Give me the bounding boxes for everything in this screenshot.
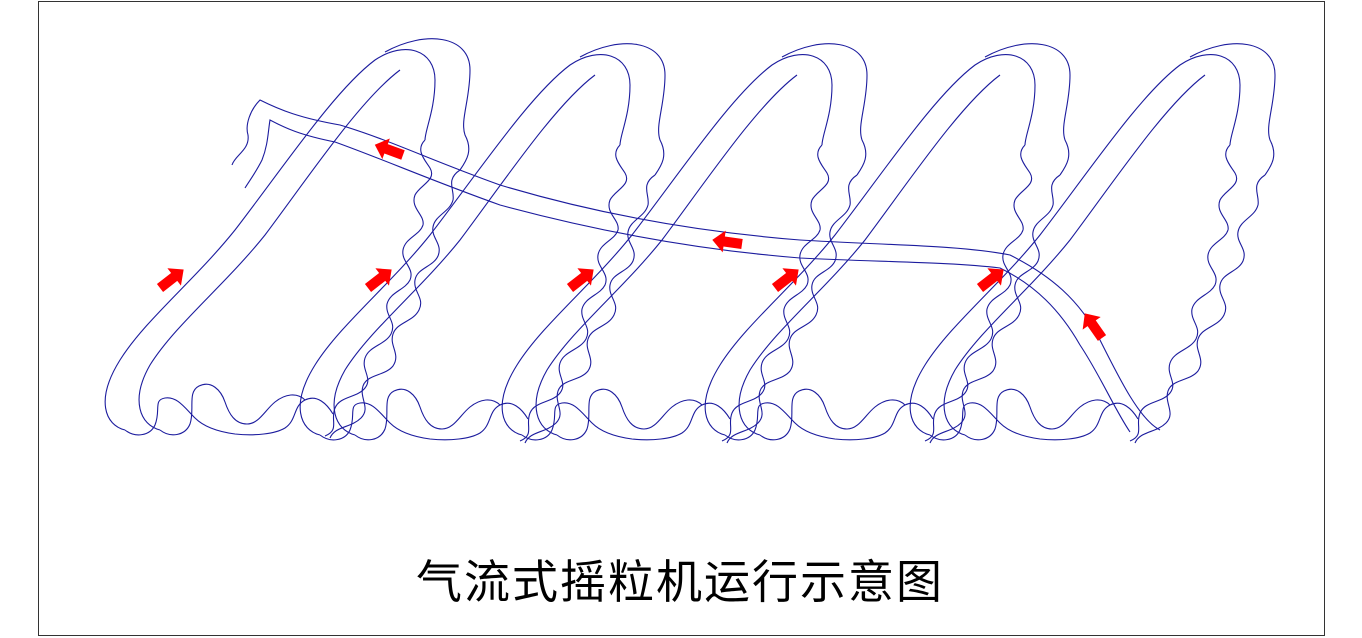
coil-tube-5 [909,43,1276,444]
coil-tubes [104,38,1276,444]
coil-tube-1 [104,38,471,439]
flow-arrows [156,138,1107,341]
diagram-caption: 气流式摇粒机运行示意图 [416,555,944,609]
diagram-frame [38,1,1325,636]
flow-arrow-2 [364,268,392,292]
coil-tube-4 [704,43,1071,444]
flow-arrow-4 [771,268,799,292]
return-tube [231,99,1161,433]
flow-arrow-3 [566,268,594,292]
flow-arrow-1 [156,268,184,292]
flow-arrow-8 [374,138,405,160]
coil-tube-3 [501,43,868,444]
flow-arrow-6 [1082,313,1107,341]
coil-tube-2 [299,43,666,444]
flow-arrow-7 [712,230,743,253]
flow-arrow-5 [976,268,1004,292]
